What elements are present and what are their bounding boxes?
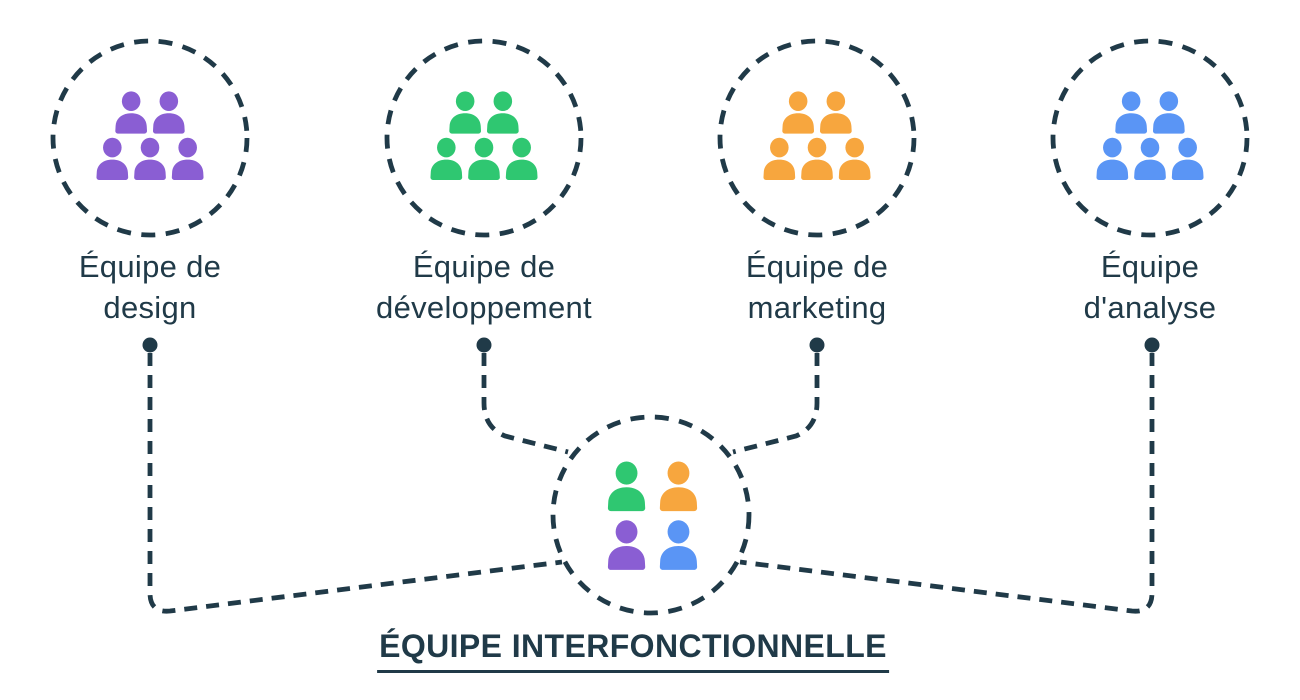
team-label-line: développement	[376, 290, 592, 325]
connector-line-marketing	[732, 353, 820, 455]
connector-dot-developpement	[476, 337, 492, 353]
connector-dot-analyse	[1144, 337, 1160, 353]
team-label-line: Équipe de	[412, 249, 556, 284]
team-people-icon	[760, 91, 874, 180]
team-label: Équipe de marketing	[667, 246, 967, 328]
people-icon	[430, 91, 538, 180]
team-circle-design	[50, 38, 250, 238]
team-label-line: design	[103, 290, 197, 325]
team-label: Équipe d'analyse	[1000, 246, 1300, 328]
connector-line-developpement	[481, 353, 569, 455]
team-label-line: Équipe	[1100, 249, 1200, 284]
team-circle-marketing	[717, 38, 917, 238]
team-people-icon	[427, 91, 541, 180]
people-icon	[607, 461, 698, 570]
team-label: Équipe de développement	[334, 246, 634, 328]
connector-dot-marketing	[809, 337, 825, 353]
team-label-line: Équipe de	[745, 249, 889, 284]
team-node-analyse: Équipe d'analyse	[1000, 0, 1300, 380]
team-label-line: marketing	[747, 290, 887, 325]
team-circle-developpement	[384, 38, 584, 238]
connector-line-analyse	[739, 353, 1155, 614]
center-circle	[550, 414, 752, 616]
people-icon	[96, 91, 204, 180]
team-label-line: Équipe de	[78, 249, 222, 284]
team-label-line: d'analyse	[1083, 290, 1217, 325]
center-people-icon	[603, 461, 700, 571]
team-node-developpement: Équipe de développement	[334, 0, 634, 380]
people-icon	[1096, 91, 1204, 180]
team-people-icon	[1093, 91, 1207, 180]
connector-line-design	[147, 353, 563, 614]
team-node-marketing: Équipe de marketing	[667, 0, 967, 380]
connector-dot-design	[142, 337, 158, 353]
diagram-title: ÉQUIPE INTERFONCTIONNELLE	[377, 628, 889, 674]
team-circle-analyse	[1050, 38, 1250, 238]
team-label: Équipe de design	[0, 246, 300, 328]
team-node-design: Équipe de design	[0, 0, 300, 380]
people-icon	[763, 91, 871, 180]
team-people-icon	[93, 91, 207, 180]
